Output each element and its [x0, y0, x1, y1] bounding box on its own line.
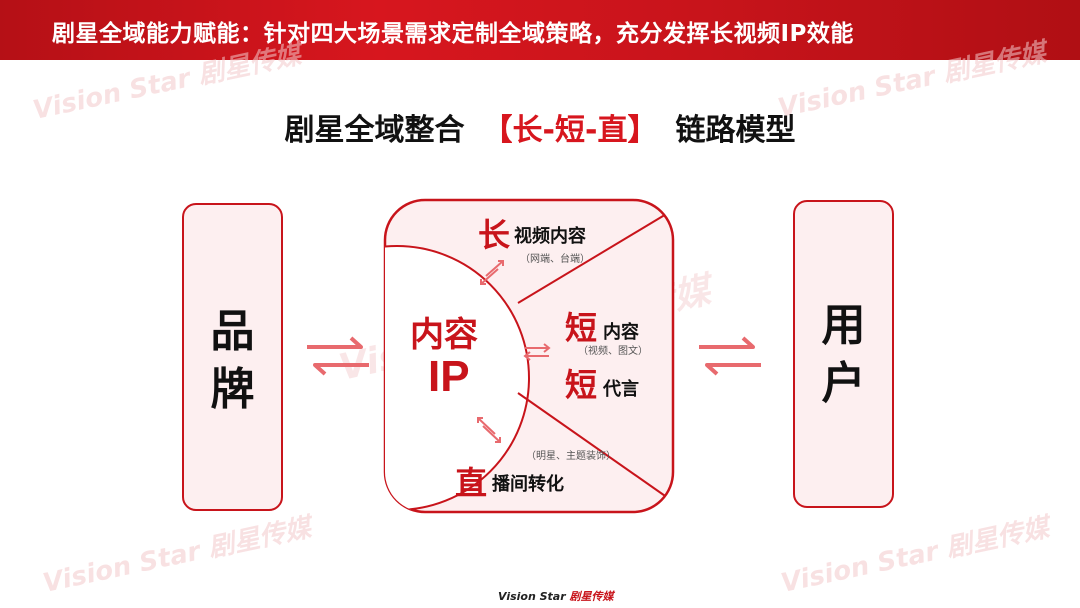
brand-box: 品 牌: [182, 203, 283, 511]
top-label: 视频内容: [514, 226, 586, 247]
center-diagram: [383, 198, 675, 514]
footer-logo-brand: Vision Star: [498, 590, 566, 603]
title-prefix: 剧星全域整合: [284, 113, 465, 148]
header-title: 剧星全域能力赋能：针对四大场景需求定制全域策略，充分发挥长视频IP效能: [52, 21, 854, 47]
watermark: Vision Star 剧星传媒: [778, 512, 1052, 599]
mid2-big-char: 短: [565, 366, 598, 404]
exchange-arrows-icon: [699, 336, 761, 376]
bottom-label: 播间转化: [492, 474, 564, 495]
user-label-1: 用: [821, 300, 866, 351]
user-label-2: 户: [821, 358, 866, 409]
model-title: 剧星全域整合【长-短-直】链路模型: [0, 105, 1080, 149]
mid2-label: 代言: [603, 379, 639, 400]
footer-logo-cn: 剧星传媒: [569, 590, 614, 603]
watermark: Vision Star 剧星传媒: [40, 512, 314, 599]
ip-label-2: IP: [428, 352, 470, 401]
exchange-arrows-icon: [307, 336, 369, 376]
ip-label-1: 内容: [410, 315, 478, 355]
title-suffix: 链路模型: [675, 113, 796, 148]
bottom-big-char: 直: [455, 464, 488, 502]
user-box: 用 户: [793, 200, 894, 508]
double-arrow-icon: [523, 343, 551, 361]
top-sub: （网端、台端）: [520, 254, 590, 265]
title-accent: 【长-短-直】: [482, 113, 658, 148]
header-bar: 剧星全域能力赋能：针对四大场景需求定制全域策略，充分发挥长视频IP效能: [0, 0, 1080, 60]
bottom-sub: （明星、主题装饰）: [526, 451, 616, 462]
double-arrow-icon: [480, 260, 504, 285]
brand-label-2: 牌: [210, 364, 255, 415]
double-arrow-icon: [477, 417, 501, 443]
footer-logo: Vision Star 剧星传媒: [498, 588, 614, 604]
mid1-big-char: 短: [565, 309, 598, 347]
brand-label-1: 品: [210, 306, 255, 357]
mid1-label: 内容: [603, 322, 639, 343]
top-big-char: 长: [478, 216, 511, 254]
mid1-sub: （视频、图文）: [578, 346, 648, 357]
